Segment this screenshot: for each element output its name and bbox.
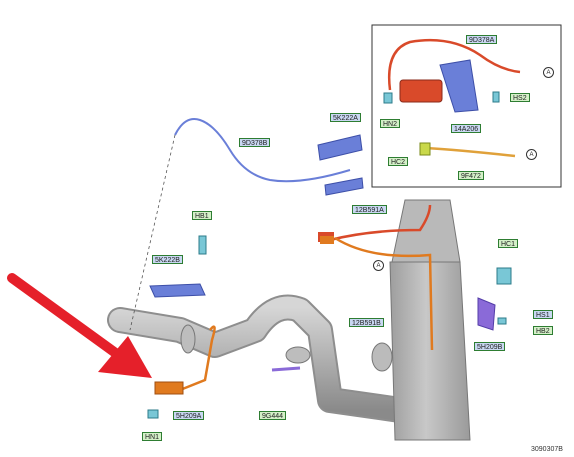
label-9d378b: 9D378B: [239, 138, 271, 147]
label-9g444: 9G444: [259, 411, 287, 420]
leader-line: [129, 134, 176, 331]
harness-12b591a: [329, 204, 432, 242]
particulate-filter-canister: [371, 199, 471, 441]
sensor-module-14a206: [399, 79, 443, 103]
harness-12b591b: [334, 236, 434, 351]
label-hc1: HC1: [498, 239, 519, 248]
label-hs1: HS1: [533, 310, 553, 319]
clip-hs2: [492, 91, 500, 103]
connector-9f472: [419, 142, 431, 156]
label-5k222a: 5K222A: [330, 113, 361, 122]
sensor-9g444: [271, 366, 301, 372]
exhaust-pipe: [107, 294, 423, 423]
label-5h209a: 5H209A: [173, 411, 205, 420]
label-12b591a: 12B591A: [352, 205, 387, 214]
label-hn2: HN2: [380, 119, 401, 128]
harness-9f472: [424, 146, 516, 158]
label-hc2: HC2: [388, 157, 409, 166]
label-12b591b: 12B591B: [349, 318, 384, 327]
bracket-5k222a-lower: [324, 177, 364, 196]
connector-mark-a-2: A: [526, 149, 537, 160]
connector-mark-a-1: A: [543, 67, 554, 78]
clip-hn1: [147, 409, 159, 419]
bracket-14a206: [439, 59, 479, 113]
harness-5h209a: [179, 325, 216, 392]
harness-9d378a: [387, 38, 521, 91]
label-5k222b: 5K222B: [152, 255, 183, 264]
sensor-harness-9d378b: [174, 118, 351, 183]
label-5h209b: 5H209B: [474, 342, 506, 351]
sensor-5h209a: [154, 381, 184, 395]
bracket-5k222a: [317, 134, 363, 161]
label-hb2: HB2: [533, 326, 553, 335]
label-hs2: HS2: [510, 93, 530, 102]
sensor-5h209b: [477, 297, 496, 331]
figure-code: 3090307B: [531, 446, 563, 453]
clip-hc1: [496, 267, 512, 285]
label-hn1: HN1: [142, 432, 163, 441]
label-9f472: 9F472: [458, 171, 484, 180]
clip-hs1: [497, 317, 507, 325]
connector-12b591b: [320, 236, 334, 244]
bracket-5k222b: [149, 283, 206, 298]
clip-hb1: [198, 235, 207, 255]
label-hb1: HB1: [192, 211, 212, 220]
connector-mark-a-3: A: [373, 260, 384, 271]
pointer-arrow: [7, 273, 152, 378]
label-9d378a: 9D378A: [466, 35, 498, 44]
label-14a206: 14A206: [451, 124, 482, 133]
clip-hn2: [383, 92, 393, 104]
